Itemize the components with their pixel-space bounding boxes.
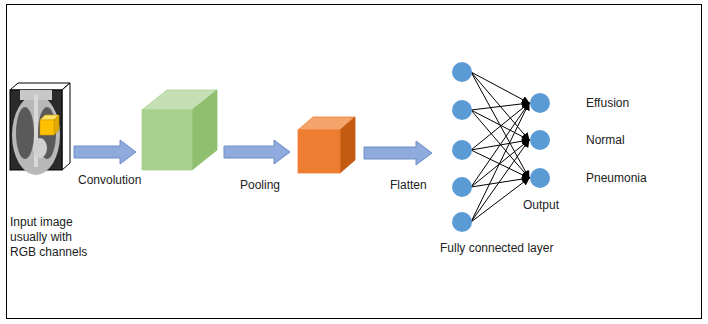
node-caption: Input image usually with RGB channels <box>10 215 92 260</box>
xray-image <box>10 83 70 175</box>
frame <box>7 5 702 319</box>
block-arrows <box>74 140 432 165</box>
text-label: Effusion <box>586 96 629 110</box>
text-label: Output <box>523 198 559 212</box>
text-label: Normal <box>586 133 625 147</box>
pooling-volume <box>298 117 355 173</box>
input-image: Input image usually with RGB channels <box>8 80 94 260</box>
text-label: Flatten <box>390 178 427 192</box>
node-caption: Fully connected layer <box>440 241 586 256</box>
network-weights <box>471 72 529 222</box>
convolution-volume <box>142 90 217 170</box>
text-label: Pneumonia <box>586 171 647 185</box>
text-label: Convolution <box>78 173 141 187</box>
network-layer: Fully connected layer <box>438 56 588 256</box>
text-label: Pooling <box>240 178 280 192</box>
